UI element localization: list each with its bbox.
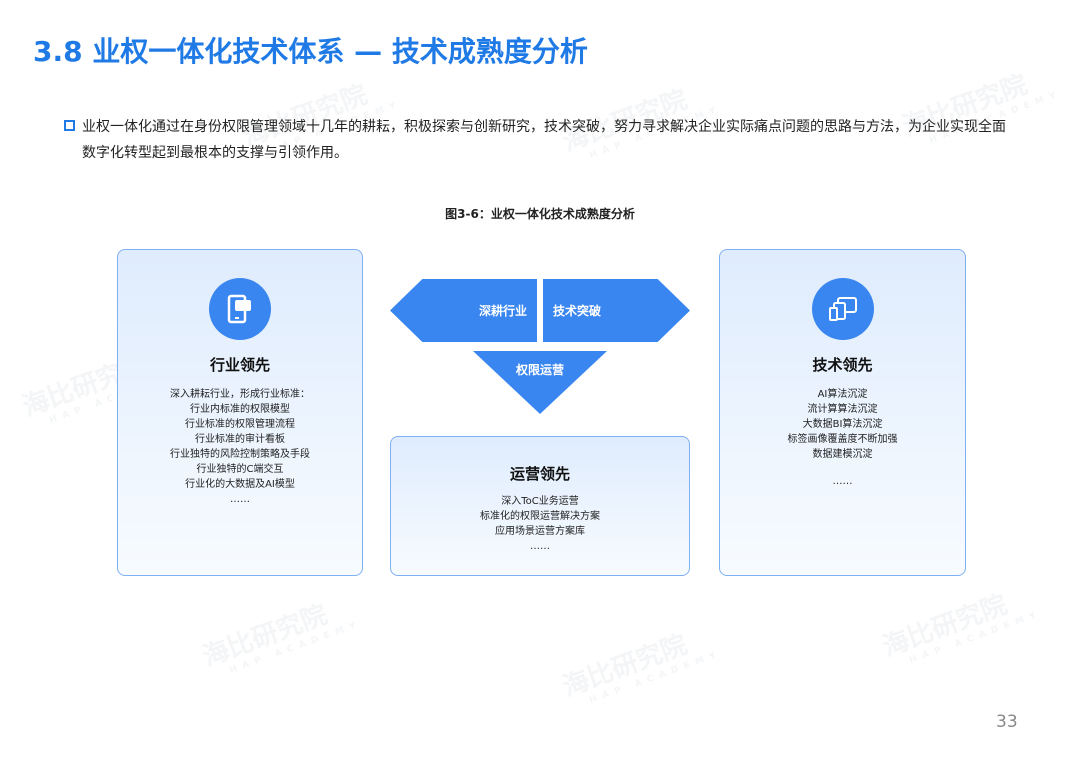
card-line: …… — [832, 476, 853, 487]
shape-permission-ops: 权限运营 — [473, 351, 607, 414]
card-line: 行业独特的风险控制策略及手段 — [170, 449, 310, 460]
card-line: …… — [530, 541, 550, 552]
card-line: 应用场景运营方案库 — [495, 526, 585, 537]
card-line: 行业独特的C端交互 — [196, 464, 284, 475]
tech-lead-card: 技术领先 AI算法沉淀流计算算法沉淀大数据BI算法沉淀标签画像覆盖度不断加强数据… — [719, 249, 966, 576]
card-line: 行业标准的权限管理流程 — [185, 419, 295, 430]
shape-deep-industry: 深耕行业 — [390, 279, 537, 342]
card-line: 数据建模沉淀 — [812, 449, 873, 460]
bullet-square-icon — [64, 120, 75, 131]
card-line: 流计算算法沉淀 — [807, 404, 878, 415]
card-line: 行业化的大数据及AI模型 — [185, 479, 295, 490]
card-line: 深入耕耘行业，形成行业标准： — [170, 389, 310, 400]
card-line: AI算法沉淀 — [817, 389, 868, 400]
card-line: 大数据BI算法沉淀 — [802, 419, 883, 430]
card-line: 深入ToC业务运营 — [501, 496, 579, 507]
figure-caption: 图3-6：业权一体化技术成熟度分析 — [445, 207, 635, 221]
page-number: 33 — [996, 712, 1018, 732]
card-title: 行业领先 — [209, 356, 270, 374]
card-line: …… — [230, 494, 250, 505]
card-line: 行业标准的审计看板 — [195, 434, 285, 445]
card-line: 标签画像覆盖度不断加强 — [787, 434, 898, 445]
page-title: 3.8 业权一体化技术体系 — 技术成熟度分析 — [33, 35, 588, 68]
mobile-chat-icon — [209, 278, 271, 340]
devices-icon — [811, 278, 874, 340]
card-title: 运营领先 — [509, 465, 570, 483]
card-line: 标准化的权限运营解决方案 — [480, 511, 600, 522]
intro-paragraph: 业权一体化通过在身份权限管理领域十几年的耕耘，积极探索与创新研究，技术突破，努力… — [64, 114, 1014, 166]
card-title: 技术领先 — [812, 356, 873, 374]
shape-tech-breakthrough: 技术突破 — [543, 279, 690, 342]
industry-lead-card: 行业领先 深入耕耘行业，形成行业标准： 行业内标准的权限模型行业标准的权限管理流程… — [117, 249, 363, 576]
card-line: 行业内标准的权限模型 — [190, 404, 290, 415]
ops-lead-card: 运营领先 深入ToC业务运营标准化的权限运营解决方案应用场景运营方案库 …… — [390, 436, 690, 576]
